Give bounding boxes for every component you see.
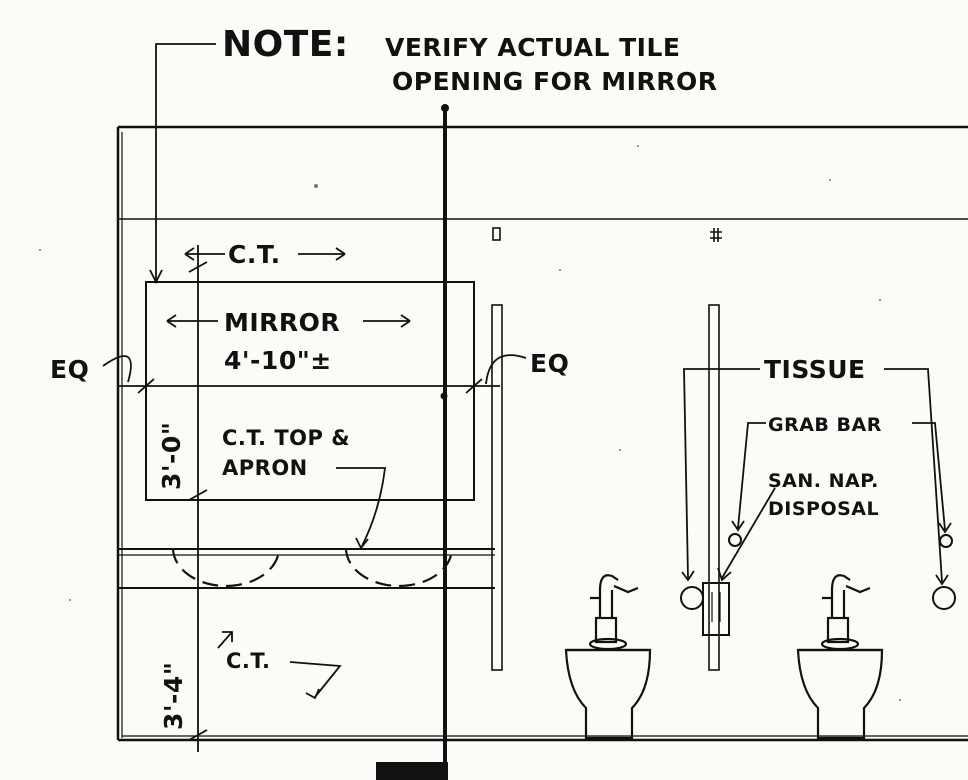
mirror-size-label: 4'-10"± xyxy=(224,346,332,375)
note-line-2: OPENING FOR MIRROR xyxy=(392,67,718,96)
eq-left-label: EQ xyxy=(50,355,89,384)
note-text: NOTE: VERIFY ACTUAL TILE OPENING FOR MIR… xyxy=(222,24,718,96)
top-apron-label-1: C.T. TOP & xyxy=(222,426,350,450)
vanity-counter xyxy=(118,548,495,589)
partition-right xyxy=(708,228,722,671)
grab-bar-end-left xyxy=(728,533,742,547)
grab-bar-end-right xyxy=(939,534,953,548)
counter-height-label: 3'-4" xyxy=(159,662,188,730)
partition-left xyxy=(491,227,503,671)
tissue-label: TISSUE xyxy=(764,355,866,384)
water-closet-2 xyxy=(796,574,884,740)
floor-block xyxy=(376,762,448,780)
note-prefix: NOTE: xyxy=(222,24,349,65)
accessory-leaders xyxy=(681,368,952,586)
san-nap-label-2: DISPOSAL xyxy=(768,498,879,520)
water-closet-1 xyxy=(564,574,652,740)
grab-bar-label: GRAB BAR xyxy=(768,414,882,436)
mirror-height-label: 3'-0" xyxy=(157,422,186,490)
top-apron-label-2: APRON xyxy=(222,456,308,480)
paper-speckles xyxy=(39,145,901,701)
room-outline xyxy=(116,125,968,742)
tissue-dispenser-left xyxy=(680,586,704,610)
dimension-lines xyxy=(102,43,527,752)
tissue-dispenser-right xyxy=(932,586,956,610)
ct-bottom-label: C.T. xyxy=(226,649,271,673)
note-line-1: VERIFY ACTUAL TILE xyxy=(385,33,681,62)
center-line xyxy=(440,104,449,780)
mirror-label: MIRROR xyxy=(224,308,340,337)
san-nap-label-1: SAN. NAP. xyxy=(768,470,879,492)
sink-bowls xyxy=(171,547,454,588)
ct-top-label: C.T. xyxy=(228,240,281,269)
eq-right-label: EQ xyxy=(530,349,569,378)
toilet-accessories xyxy=(680,533,956,636)
sanitary-napkin-disposal xyxy=(702,582,730,636)
